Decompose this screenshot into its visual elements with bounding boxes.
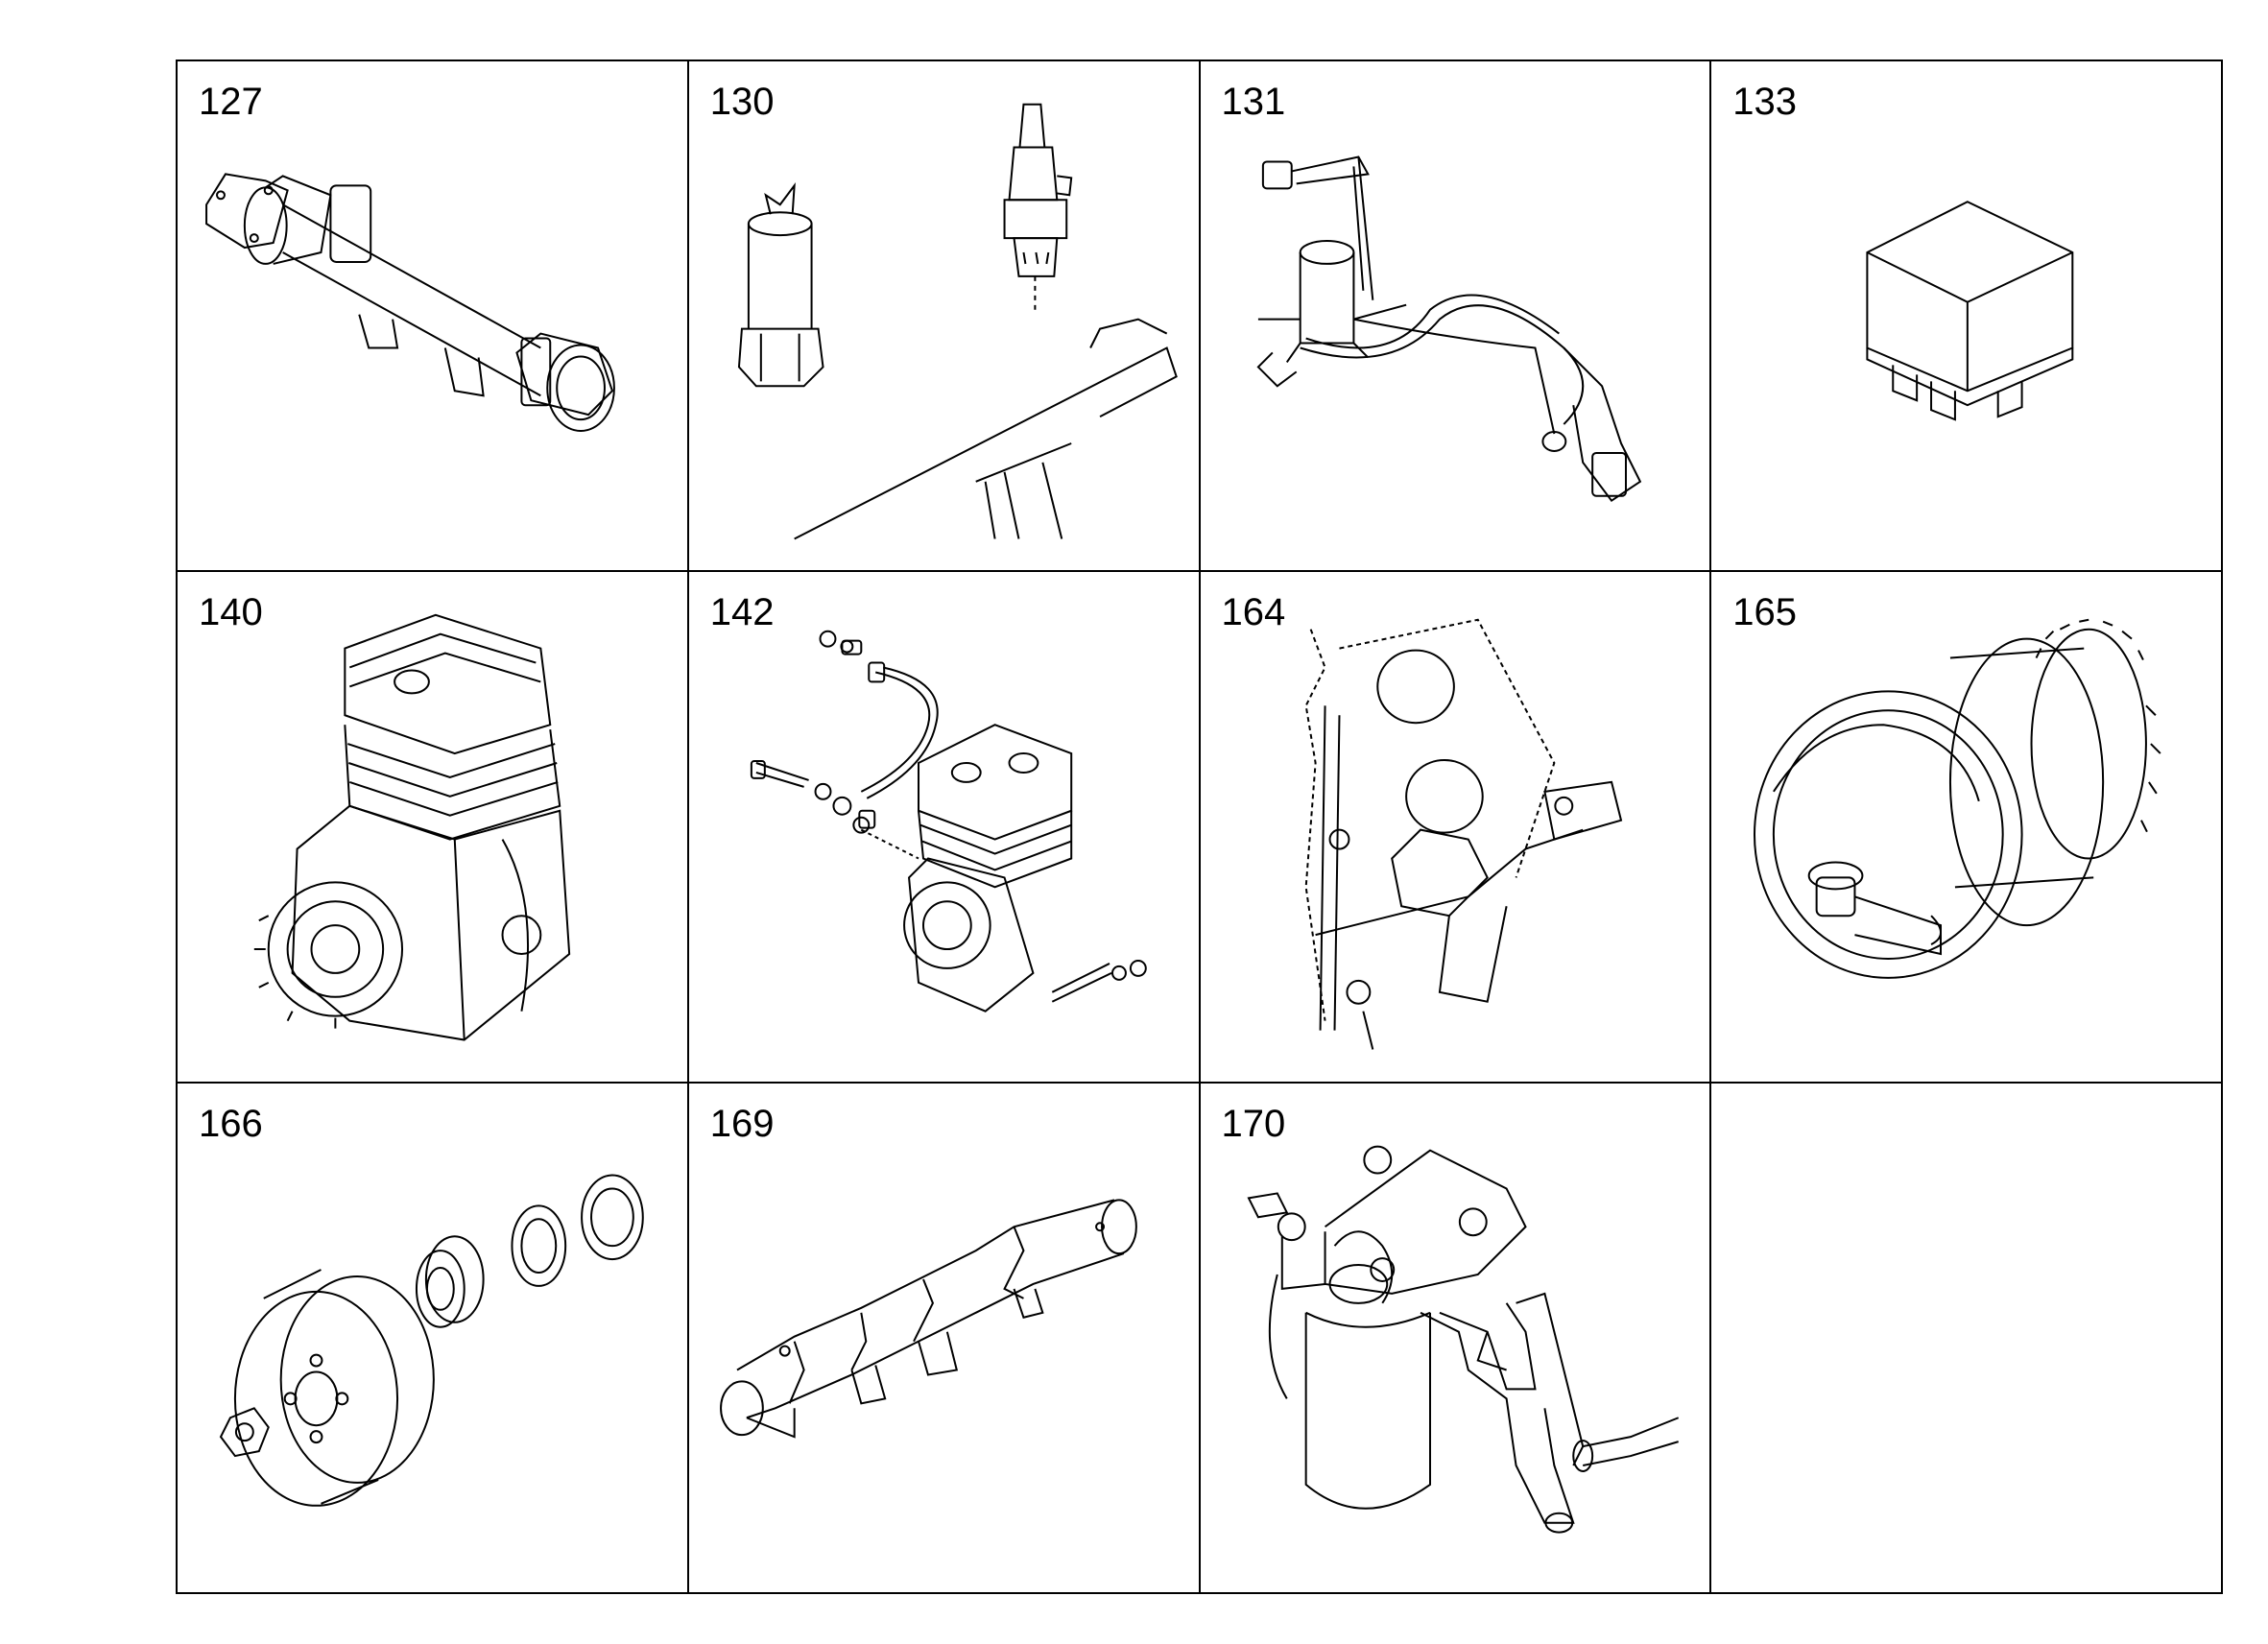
- compressor-kit-icon: [689, 572, 1199, 1081]
- part-cell-142[interactable]: 142: [688, 572, 1201, 1084]
- fan-clutch-icon: [1711, 572, 2221, 1081]
- part-number: 169: [709, 1102, 775, 1145]
- part-cell-133[interactable]: 133: [1711, 61, 2223, 573]
- egr-cooler-icon: [178, 61, 687, 570]
- part-number: 164: [1221, 591, 1286, 634]
- exhaust-manifold-icon: [689, 1084, 1199, 1592]
- part-number: 133: [1732, 81, 1797, 123]
- part-cell-170[interactable]: 170: [1200, 1083, 1712, 1594]
- oil-filter-housing-icon: [1201, 1084, 1710, 1592]
- part-number: 131: [1221, 81, 1286, 123]
- part-cell-165[interactable]: 165: [1711, 572, 2223, 1084]
- part-number: 142: [709, 591, 775, 634]
- injector-and-solenoid-icon: [689, 61, 1199, 570]
- part-number: 127: [199, 81, 263, 123]
- part-cell-130[interactable]: 130: [688, 61, 1201, 573]
- empty-cell: [1711, 1083, 2223, 1594]
- injector-line-icon: [1201, 61, 1710, 570]
- air-compressor-icon: [178, 572, 687, 1081]
- part-cell-131[interactable]: 131: [1200, 61, 1712, 573]
- part-number: 165: [1732, 591, 1797, 634]
- pulley-seal-icon: [178, 1084, 687, 1592]
- part-cell-169[interactable]: 169: [688, 1083, 1201, 1594]
- part-cell-166[interactable]: 166: [178, 1083, 689, 1594]
- part-cell-140[interactable]: 140: [178, 572, 689, 1084]
- part-cell-127[interactable]: 127: [178, 61, 689, 573]
- part-number: 140: [199, 591, 263, 634]
- part-number: 170: [1221, 1102, 1286, 1145]
- part-number: 166: [199, 1102, 263, 1145]
- part-cell-164[interactable]: 164: [1200, 572, 1712, 1084]
- engine-bracket-icon: [1201, 572, 1710, 1081]
- part-number: 130: [709, 81, 775, 123]
- parts-catalog-grid: 127 130: [176, 60, 2223, 1594]
- relay-box-icon: [1711, 61, 2221, 570]
